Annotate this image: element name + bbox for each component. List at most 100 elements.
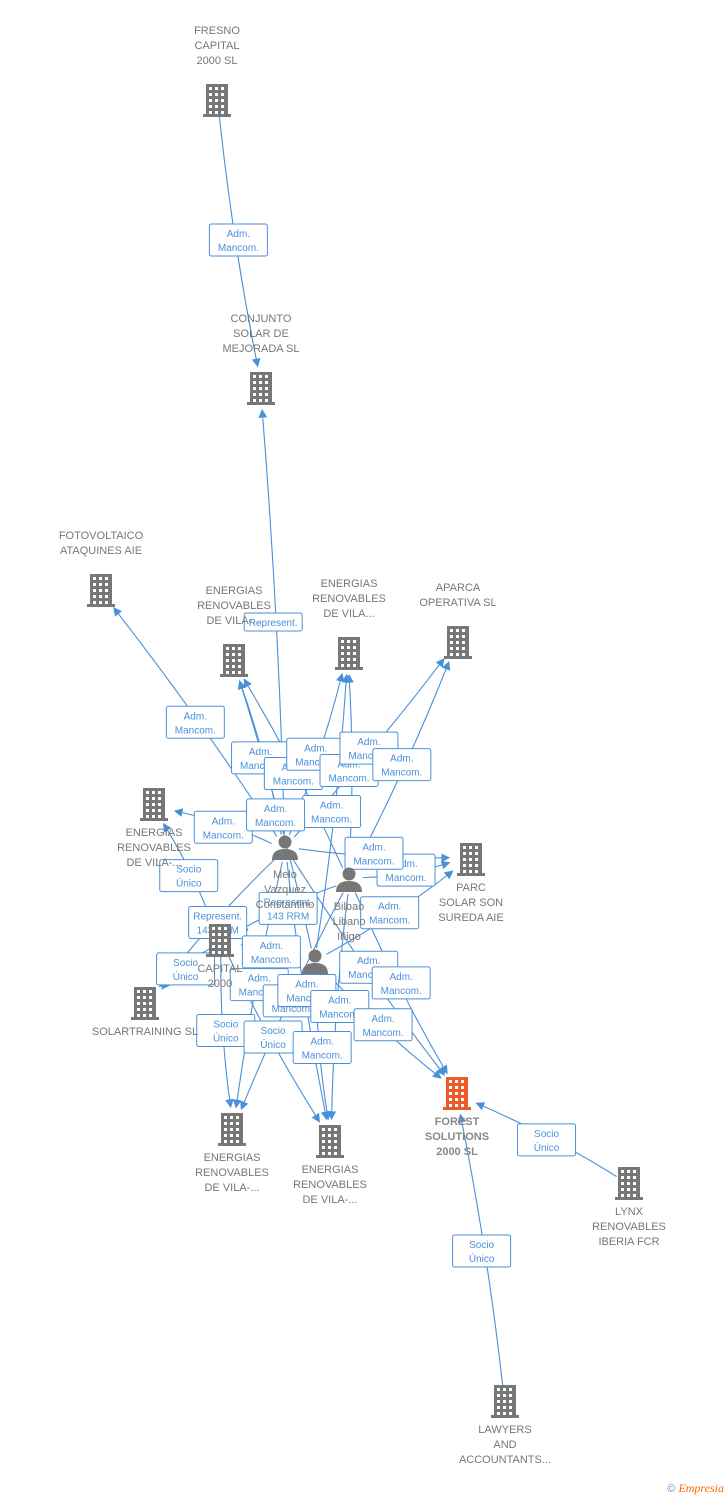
node-label-er4: DE VILA-... [204, 1182, 259, 1194]
edge-label-box[interactable] [165, 705, 225, 739]
edge-label-box[interactable] [517, 1123, 577, 1157]
edge-label-p_third-forest[interactable]: Adm.Mancom. [353, 1008, 413, 1042]
building-icon-window [253, 399, 256, 402]
building-icon-window [461, 1092, 464, 1095]
person-icon [272, 835, 298, 860]
edge-label-p_third-er2[interactable]: Adm.Mancom. [302, 794, 362, 828]
building-icon-window [455, 1098, 458, 1101]
building-icon-window [152, 803, 155, 806]
edge-label-p_bilbao-forest[interactable]: Adm.Mancom. [371, 966, 431, 1000]
building-icon-window [224, 1140, 227, 1143]
edge-label-box[interactable] [360, 896, 420, 930]
edge-label-p_melo-parc[interactable]: Adm.Mancom. [344, 836, 404, 870]
edge-label-p_third-er1[interactable]: Adm.Mancom. [246, 798, 306, 832]
edge-label-box[interactable] [353, 1008, 413, 1042]
node-p_third[interactable] [302, 949, 328, 975]
edge-label-text: Mancom. [381, 986, 422, 997]
edge-label-box[interactable] [344, 836, 404, 870]
edge-label-box[interactable] [156, 952, 216, 986]
building-icon-window [347, 646, 350, 649]
edge-label-text: Adm. [264, 804, 287, 815]
brand-logo[interactable]: Empresia [678, 1481, 724, 1495]
building-icon [218, 1113, 246, 1146]
building-icon-base [491, 1415, 519, 1418]
node-label-er3: ENERGIAS [126, 827, 183, 839]
edge-label-p_melo-conjunto[interactable]: Represent. [243, 612, 303, 632]
building-icon-window [230, 1122, 233, 1125]
building-icon [206, 924, 234, 957]
edge-label-text: Adm. [390, 754, 413, 765]
edge-label-text: Mancom. [175, 725, 216, 736]
edge-label-box[interactable] [208, 223, 268, 257]
building-icon-window [143, 1002, 146, 1005]
building-icon-window [215, 87, 218, 90]
building-icon-window [105, 601, 108, 604]
edge-label-p_bilbao-aparca[interactable]: Adm. Mancom. [372, 748, 432, 782]
edge-label-p_third-parc[interactable]: Adm.Mancom. [360, 896, 420, 930]
node-label-forest: 2000 SL [436, 1146, 478, 1158]
node-label-lynx: LYNX [615, 1206, 644, 1218]
building-icon-window [152, 791, 155, 794]
edge-label-box[interactable] [452, 1234, 512, 1268]
edge-label-box[interactable] [159, 859, 219, 893]
edge-label-p_third-capital2000[interactable]: Adm.Mancom. [241, 935, 301, 969]
edge-label-box[interactable] [372, 748, 432, 782]
building-icon [140, 788, 168, 821]
edge-label-box[interactable] [246, 798, 306, 832]
edge-label-fresno-conjunto[interactable]: Adm.Mancom. [208, 223, 268, 257]
edge-label-text: Mancom. [385, 873, 426, 884]
building-icon-window [450, 647, 453, 650]
node-label-p_bilbao: Bilbao [334, 901, 365, 913]
edge-label-text: Mancom. [348, 751, 389, 762]
node-label-fresno: FRESNO [194, 25, 240, 37]
building-icon-window [152, 815, 155, 818]
node-lawyers[interactable]: LAWYERSANDACCOUNTANTS... [459, 1385, 551, 1466]
node-solartraining[interactable]: SOLARTRAINING SL [92, 987, 198, 1038]
building-icon-window [209, 93, 212, 96]
edge-label-box[interactable] [243, 612, 303, 632]
building-icon-window [475, 858, 478, 861]
building-icon-window [146, 791, 149, 794]
edge-label-text: Único [534, 1141, 560, 1154]
edge-label-box[interactable] [292, 1031, 352, 1065]
edge-label-p_melo-fotovoltaico[interactable]: Adm.Mancom. [165, 705, 225, 739]
edge-label-text: Mancom. [381, 768, 422, 779]
edge-label-text: Único [176, 877, 202, 890]
building-icon-window [93, 589, 96, 592]
edge-label-text: Mancom. [295, 757, 336, 768]
edge-label-p_melo-er3[interactable]: Adm.Mancom. [193, 810, 253, 844]
building-icon-base [443, 1107, 471, 1110]
node-label-fotovoltaico: FOTOVOLTAICO [59, 530, 144, 542]
edge-label-p_third-er5[interactable]: Adm.Mancom. [292, 1031, 352, 1065]
edge-label-box[interactable] [258, 891, 318, 925]
building-icon-window [209, 111, 212, 114]
building-icon-window [497, 1412, 500, 1415]
edge-label-box[interactable] [371, 966, 431, 1000]
edge-label-p_bilbao-capital2000[interactable]: Represent.143 RRM [258, 891, 318, 925]
building-icon-window [503, 1400, 506, 1403]
node-label-capital2000: CAPITAL [197, 963, 242, 975]
edge-label-box[interactable] [241, 935, 301, 969]
node-label-parc: SUREDA AIE [438, 912, 503, 924]
